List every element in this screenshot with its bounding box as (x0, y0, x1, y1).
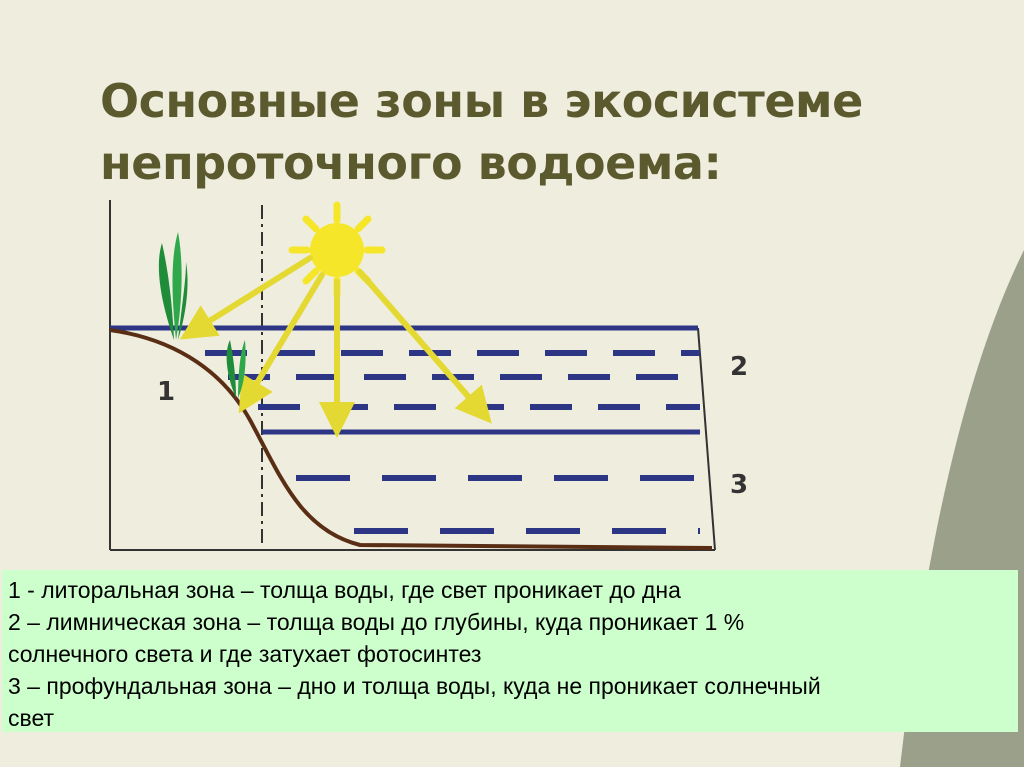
ray-to-shore-plant (179, 255, 313, 340)
zone-label-2: 2 (730, 352, 748, 382)
ray-oblique (357, 269, 492, 424)
legend-box: 1 - литоральная зона – толща воды, где с… (2, 570, 1018, 732)
sun-rays (179, 255, 492, 438)
plant-icon (158, 232, 188, 340)
legend-line-4: 3 – профундальная зона – дно и толща вод… (8, 673, 821, 699)
legend-line-1: 1 - литоральная зона – толща воды, где с… (8, 577, 681, 603)
title-line-1: Основные зоны в экосистеме (100, 74, 863, 128)
right-edge (697, 327, 716, 551)
page-title: Основные зоны в экосистеме непроточного … (100, 70, 980, 194)
legend-line-3: солнечного света и где затухает фотосинт… (8, 641, 482, 667)
legend-line-5: свет (8, 705, 55, 731)
title-line-2: непроточного водоема: (100, 136, 722, 190)
zone-label-1: 1 (157, 377, 175, 407)
ray-to-slope-plant (238, 272, 325, 414)
legend-line-2: 2 – лимническая зона – толща воды до глу… (8, 609, 745, 635)
shore-slope (109, 328, 713, 550)
zone-label-3: 3 (730, 470, 748, 500)
plant-icon (226, 340, 246, 398)
